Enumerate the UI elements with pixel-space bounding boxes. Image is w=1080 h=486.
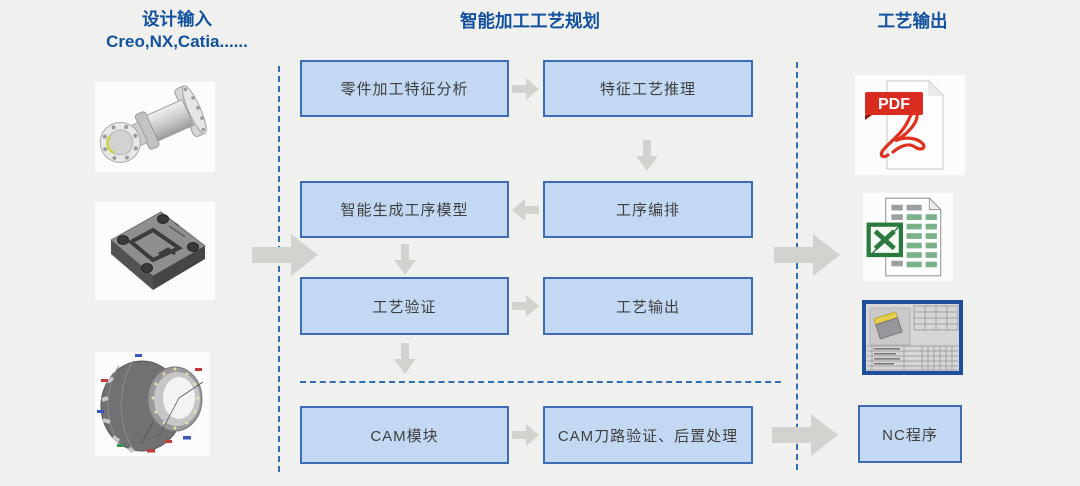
right-dashed-divider bbox=[796, 62, 798, 470]
input-to-planning-arrow-icon bbox=[252, 234, 318, 276]
arrow-right-icon bbox=[512, 78, 539, 100]
pdf-file-icon: PDF bbox=[865, 79, 945, 170]
mold-block-icon bbox=[110, 211, 206, 290]
shaft-part-icon bbox=[99, 85, 207, 163]
excel-file-icon bbox=[866, 197, 942, 277]
excel-file-card bbox=[863, 193, 953, 281]
output-title: 工艺输出 bbox=[877, 11, 948, 31]
flow-box-step-sequencing-label: 工序编排 bbox=[615, 202, 680, 219]
flow-box-process-verification: 工艺验证 bbox=[300, 277, 509, 335]
arrow-right-icon bbox=[512, 424, 539, 446]
flow-box-cam-toolpath-verification-label: CAM刀路验证、后置处理 bbox=[557, 427, 739, 445]
arrow-right-icon bbox=[512, 295, 539, 317]
arrow-down-icon bbox=[394, 343, 416, 374]
flow-box-feature-analysis: 零件加工特征分析 bbox=[300, 60, 509, 117]
flow-box-cam-toolpath-verification: CAM刀路验证、后置处理 bbox=[543, 406, 753, 464]
design-model-shaft-image bbox=[95, 82, 215, 172]
arrow-down-icon bbox=[636, 140, 658, 171]
flow-box-step-model-generation: 智能生成工序模型 bbox=[300, 181, 509, 238]
flow-box-process-output: 工艺输出 bbox=[543, 277, 753, 335]
design-model-casing-image bbox=[95, 352, 210, 456]
cam-to-nc-arrow-icon bbox=[772, 414, 838, 456]
process-card-icon bbox=[862, 300, 963, 375]
flow-box-process-verification-label: 工艺验证 bbox=[372, 298, 437, 316]
flow-box-cam-module: CAM模块 bbox=[300, 406, 509, 464]
flow-box-feature-inference-label: 特征工艺推理 bbox=[599, 81, 696, 98]
nc-program-box: NC程序 bbox=[858, 405, 962, 463]
left-dashed-divider bbox=[278, 66, 280, 472]
arrow-left-icon bbox=[512, 199, 539, 221]
cam-section-dashed-divider bbox=[300, 381, 781, 383]
flow-box-step-sequencing: 工序编排 bbox=[543, 181, 753, 238]
flow-box-step-model-generation-label: 智能生成工序模型 bbox=[340, 202, 469, 219]
design-model-mold-image bbox=[95, 202, 215, 300]
nc-program-label: NC程序 bbox=[882, 426, 938, 444]
pdf-banner-label: PDF bbox=[878, 96, 910, 113]
planning-to-output-arrow-icon bbox=[774, 234, 840, 276]
casing-part-icon bbox=[97, 354, 204, 454]
flow-box-process-output-label: 工艺输出 bbox=[615, 298, 680, 316]
design-input-title: 设计输入 bbox=[142, 9, 212, 29]
design-input-subtitle: Creo,NX,Catia...... bbox=[106, 31, 248, 51]
flow-box-cam-module-label: CAM模块 bbox=[370, 427, 439, 445]
pdf-file-card: PDF bbox=[855, 75, 965, 175]
flow-box-feature-inference: 特征工艺推理 bbox=[543, 60, 753, 117]
arrow-down-icon bbox=[394, 244, 416, 275]
process-card-image bbox=[862, 300, 963, 375]
planning-title: 智能加工工艺规划 bbox=[460, 11, 600, 31]
flow-box-feature-analysis-label: 零件加工特征分析 bbox=[340, 81, 469, 98]
design-input-header: 设计输入 Creo,NX,Catia...... bbox=[52, 8, 302, 53]
